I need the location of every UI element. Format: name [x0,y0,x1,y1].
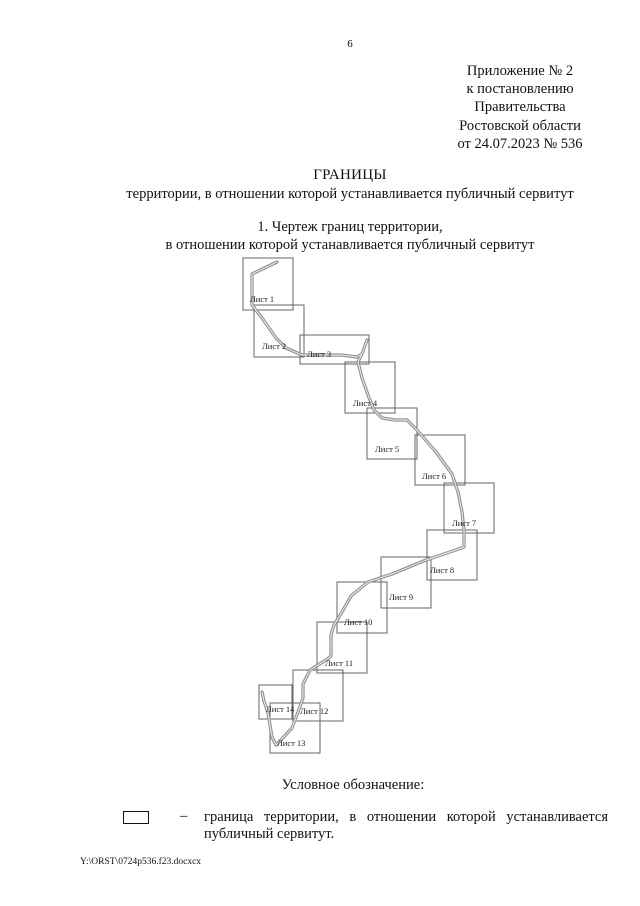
sheet-label-9: Лист 9 [389,592,413,602]
sheet-label-1: Лист 1 [250,294,274,304]
sheet-frame-14 [258,684,293,720]
sheet-label-7: Лист 7 [452,518,476,528]
sheet-frame-8 [426,529,478,581]
sheet-frames [242,257,495,754]
sheet-label-4: Лист 4 [353,398,378,408]
sheet-frame-6 [414,434,466,486]
sheet-label-11: Лист 11 [325,658,353,668]
document-title: ГРАНИЦЫ [313,167,387,183]
sheet-frame-5 [366,407,418,460]
sheet-label-10: Лист 10 [344,617,372,627]
sheet-frame-9 [380,556,432,609]
legend-dash: – [180,808,188,824]
appendix-line: Правительства [474,99,566,116]
appendix-line: Ростовской области [459,117,581,134]
sheet-frame-7 [443,482,495,534]
appendix-line: Приложение № 2 [466,63,574,79]
sheet-label-5: Лист 5 [375,444,399,454]
appendix-header: Приложение № 2 к постановлению Правитель… [430,62,610,153]
sheet-label-6: Лист 6 [422,471,446,481]
sheet-label-8: Лист 8 [430,565,454,575]
sheet-frame-4 [344,361,396,414]
sheet-label-2: Лист 2 [262,341,286,351]
sheet-label-3: Лист 3 [307,349,331,359]
sheet-frame-2 [253,304,305,358]
sheet-labels: Лист 1 Лист 2 Лист 3 Лист 4 Лист 5 Лист 6 Лист… [250,294,476,748]
sheet-label-12: Лист 12 [300,706,328,716]
sheet-label-14: Лист 14 [266,704,295,714]
servitude-route-inner [251,261,465,746]
section-heading-line1: 1. Чертеж границ территории, [257,219,443,235]
appendix-line: к постановлению [466,81,574,98]
servitude-route-outer [250,260,466,747]
sheet-frame-1 [242,257,294,311]
section-heading-line2: в отношении которой устанавливается публ… [165,237,535,253]
sheet-frame-3 [299,334,370,365]
legend-description-line1: граница территории, в отношении которой … [204,809,608,825]
legend-description-line2: публичный сервитут. [204,826,335,842]
sheet-frame-12 [292,669,344,722]
file-path-footer: Y:\ORST\0724p536.f23.docxcx [80,857,202,867]
boundary-rectangle-icon [123,811,149,824]
sheet-label-13: Лист 13 [277,738,305,748]
legend-title: Условное обозначение: [281,777,425,793]
page-number: 6 [347,38,353,50]
document-subtitle: территории, в отношении которой устанавл… [126,186,574,202]
appendix-line: от 24.07.2023 № 536 [457,135,583,152]
sheet-frame-11 [316,621,368,674]
sheet-frame-10 [336,581,388,634]
